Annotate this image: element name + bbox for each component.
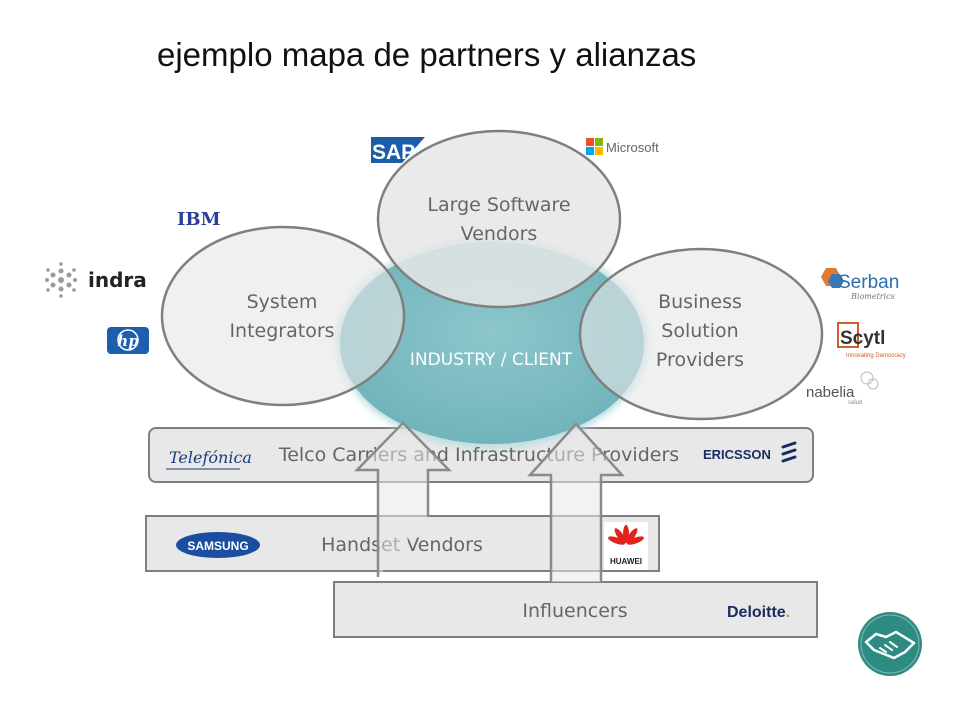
telco-label: Telco Carriers and Infrastructure Provid…	[278, 444, 679, 466]
ericsson-logo: ERICSSON	[703, 441, 797, 463]
system-integrators-circle	[160, 225, 406, 407]
svg-text:Serban: Serban	[838, 272, 899, 293]
business-solution-circle	[578, 247, 824, 421]
page-title: ejemplo mapa de partners y alianzas	[157, 36, 697, 73]
system-integrators-label-1: System	[247, 291, 318, 313]
svg-text:indra: indra	[88, 268, 147, 292]
influencers-band	[333, 581, 818, 638]
microsoft-logo: Microsoft	[586, 138, 659, 155]
business-solution-label-3: Providers	[656, 349, 744, 371]
svg-text:Microsoft: Microsoft	[606, 140, 659, 155]
svg-text:hp: hp	[117, 332, 139, 350]
svg-text:SAP: SAP	[372, 141, 415, 164]
svg-text:Scytl: Scytl	[840, 328, 885, 349]
svg-text:Biometrics: Biometrics	[850, 292, 895, 301]
sap-logo: SAP	[371, 137, 425, 164]
large-software-label-1: Large Software	[427, 194, 570, 216]
svg-text:Telefónica: Telefónica	[169, 448, 252, 467]
nabelia-logo: nabelia salud	[806, 371, 879, 406]
influencers-label: Influencers	[522, 600, 627, 622]
svg-text:Innovating Democracy: Innovating Democracy	[846, 353, 906, 359]
large-software-circle	[376, 129, 622, 309]
svg-text:salud: salud	[848, 400, 862, 406]
svg-text:ERICSSON: ERICSSON	[703, 447, 771, 462]
huawei-logo: HUAWEI	[604, 522, 648, 570]
business-solution-label-2: Solution	[661, 320, 738, 342]
indra-logo: indra	[45, 262, 147, 298]
ibm-logo: IBM	[177, 209, 221, 230]
large-software-label-2: Vendors	[461, 223, 538, 245]
serban-logo: Serban Biometrics	[821, 268, 899, 301]
svg-text:SAMSUNG: SAMSUNG	[187, 539, 248, 553]
center-label: INDUSTRY / CLIENT	[410, 350, 573, 370]
handshake-icon	[858, 612, 922, 676]
up-arrow-right	[527, 422, 625, 582]
svg-text:Deloitte.: Deloitte.	[727, 604, 790, 621]
up-arrow-left	[354, 421, 452, 577]
telefonica-logo: Telefónica	[166, 448, 252, 470]
svg-text:HUAWEI: HUAWEI	[610, 557, 642, 566]
samsung-logo: SAMSUNG	[176, 532, 260, 558]
deloitte-logo: Deloitte.	[727, 604, 790, 621]
scytl-logo: Scytl Innovating Democracy	[837, 322, 906, 359]
system-integrators-label-2: Integrators	[229, 320, 334, 342]
svg-text:nabelia: nabelia	[806, 384, 855, 401]
business-solution-label-1: Business	[658, 291, 742, 313]
hp-logo: hp	[107, 327, 149, 354]
